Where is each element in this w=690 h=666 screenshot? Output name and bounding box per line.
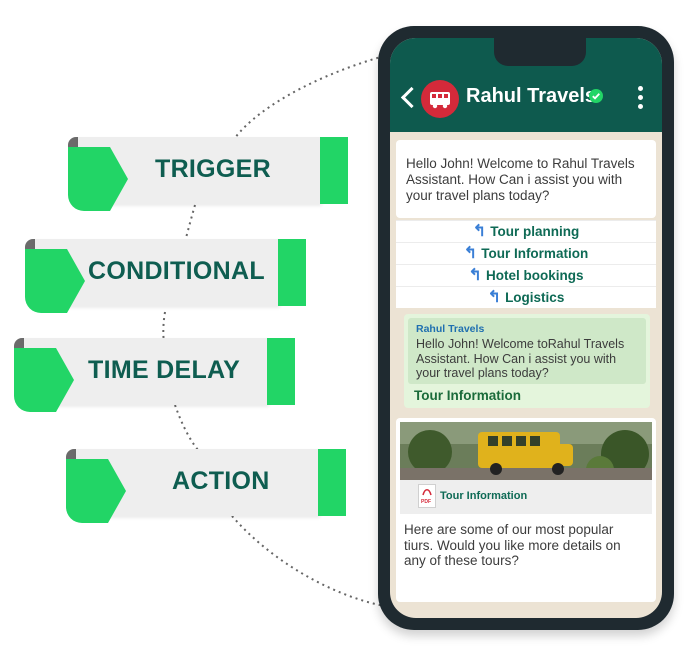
tour-message-text: Here are some of our most popular tiurs.… — [404, 522, 621, 568]
welcome-message: Hello John! Welcome to Rahul Travels Ass… — [396, 140, 656, 218]
phone-screen: Rahul Travels Hello John! Welcome to Rah… — [390, 38, 662, 618]
phone-mockup: Rahul Travels Hello John! Welcome to Rah… — [378, 26, 674, 630]
tour-bus-image[interactable] — [400, 422, 652, 480]
tag-bar — [278, 239, 306, 306]
reply-text: Tour Information — [414, 388, 521, 403]
pdf-icon: PDF — [418, 484, 436, 508]
quick-reply-logistics[interactable]: ↰Logistics — [396, 286, 656, 309]
quoted-message[interactable]: Rahul Travels Hello John! Welcome toRahu… — [408, 318, 646, 384]
quick-reply-label: Tour Information — [481, 246, 589, 261]
message-text: Hello John! Welcome to Rahul Travels Ass… — [406, 156, 635, 203]
reply-icon: ↰ — [472, 223, 487, 240]
tag-bar — [318, 449, 346, 516]
quoted-sender: Rahul Travels — [416, 323, 485, 335]
back-icon[interactable] — [400, 86, 423, 109]
contact-name[interactable]: Rahul Travels — [466, 85, 597, 107]
quick-reply-label: Logistics — [505, 290, 565, 305]
verified-icon — [589, 89, 603, 103]
vintage-bus-illustration — [400, 422, 652, 480]
reply-icon: ↰ — [463, 245, 478, 262]
tag-curl — [25, 239, 35, 249]
quick-reply-hotel-bookings[interactable]: ↰Hotel bookings — [396, 264, 656, 287]
tag-bar — [267, 338, 295, 405]
tag-conditional: CONDITIONAL — [25, 239, 306, 313]
quick-reply-label: Hotel bookings — [485, 268, 584, 283]
document-name: Tour Information — [440, 490, 528, 502]
quick-replies: ↰Tour planning ↰Tour Information ↰Hotel … — [396, 220, 656, 308]
bus-icon — [430, 92, 450, 109]
chat-area: Hello John! Welcome to Rahul Travels Ass… — [390, 132, 662, 618]
phone-notch — [494, 38, 586, 66]
tag-curl — [66, 449, 76, 459]
reply-icon: ↰ — [487, 289, 502, 306]
reply-icon: ↰ — [468, 267, 482, 284]
tour-message: PDF Tour Information Here are some of ou… — [396, 418, 656, 602]
bus-avatar[interactable] — [421, 80, 459, 118]
tag-bar — [320, 137, 348, 204]
quoted-text: Hello John! Welcome toRahul Travels Assi… — [416, 337, 625, 380]
pdf-swirl — [422, 489, 432, 496]
tag-label: TRIGGER — [155, 155, 271, 183]
document-attachment[interactable]: PDF Tour Information — [400, 480, 652, 514]
tag-curl — [14, 338, 24, 348]
quick-reply-label: Tour planning — [490, 224, 580, 239]
quick-reply-tour-information[interactable]: ↰Tour Information — [396, 242, 656, 265]
more-menu-icon[interactable] — [638, 86, 644, 114]
tag-label: TIME DELAY — [88, 356, 241, 384]
tag-action: ACTION — [66, 449, 346, 523]
tag-curl — [68, 137, 78, 147]
quick-reply-tour-planning[interactable]: ↰Tour planning — [396, 220, 656, 243]
tag-label: CONDITIONAL — [88, 257, 265, 285]
tag-label: ACTION — [172, 467, 270, 495]
tag-time-delay: TIME DELAY — [14, 338, 295, 412]
tag-trigger: TRIGGER — [68, 137, 348, 211]
user-reply-message: Rahul Travels Hello John! Welcome toRahu… — [404, 314, 650, 408]
